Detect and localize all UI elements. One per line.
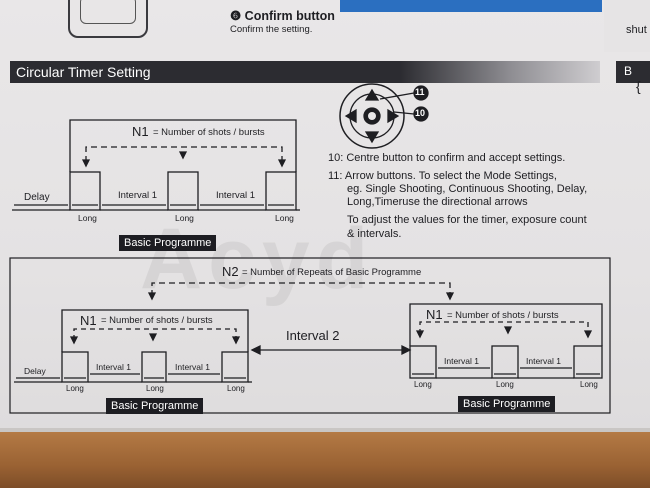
blue-strip [340,0,602,12]
n1-label: N1 [132,124,149,139]
right-tab-letter: B [624,64,633,78]
dpad-icon [339,83,429,149]
delay-label: Delay [24,366,46,376]
long-label: Long [78,213,97,223]
section-title: Circular Timer Setting [16,64,151,80]
long-label: Long [580,380,598,389]
long-label: Long [275,213,294,223]
adjacent-page [604,0,650,52]
watermark: Acyd [140,211,375,307]
n1-text: = Number of shots / bursts [447,310,559,321]
diagram2-right-lines [409,303,603,379]
instruction-11-line: & intervals. [347,228,402,240]
n1-text: = Number of shots / bursts [153,127,265,138]
confirm-button-desc: Confirm the setting. [230,24,313,35]
instruction-11-line: To adjust the values for the timer, expo… [347,214,587,226]
right-tab-bar [616,61,650,83]
delay-label: Delay [24,192,50,203]
diagram2-frame [9,257,611,414]
device-outline [68,0,148,38]
basic-programme-badge: Basic Programme [119,235,217,251]
right-symbol: { [636,78,641,94]
instruction-10: 10: Centre button to confirm and accept … [328,152,566,164]
n1-label: N1 [80,313,97,328]
diagram1-lines [12,119,300,211]
long-label: Long [227,384,245,393]
long-label: Long [146,384,164,393]
long-label: Long [414,380,432,389]
long-label: Long [496,380,514,389]
instruction-11-line: eg. Single Shooting, Continuous Shooting… [347,183,588,195]
interval1-label: Interval 1 [118,190,158,201]
long-label: Long [66,384,84,393]
interval1-label: Interval 1 [96,362,131,372]
instruction-11-line: Long,Timeruse the directional arrows [347,196,528,208]
n1-label: N1 [426,307,443,322]
right-fragment: shut [626,24,647,36]
wooden-table [0,432,650,488]
basic-programme-badge: Basic Programme [106,398,204,414]
instruction-11: 11: Arrow buttons. To select the Mode Se… [328,170,557,182]
basic-programme-badge: Basic Programme [458,396,556,412]
diagram2-left-lines [14,309,252,383]
interval1-label: Interval 1 [216,190,256,201]
long-label: Long [175,213,194,223]
n1-text: = Number of shots / bursts [101,315,213,326]
dpad-label-10: 10 [415,108,426,118]
interval1-label: Interval 1 [175,362,210,372]
interval1-label: Interval 1 [444,356,479,366]
interval1-label: Interval 1 [526,356,561,366]
n2-text: = Number of Repeats of Basic Programme [242,267,422,278]
dpad-label-11: 11 [415,87,425,97]
confirm-button-title: ❻ Confirm button [230,9,335,23]
n2-label: N2 [222,264,239,279]
interval2-label: Interval 2 [286,328,340,343]
